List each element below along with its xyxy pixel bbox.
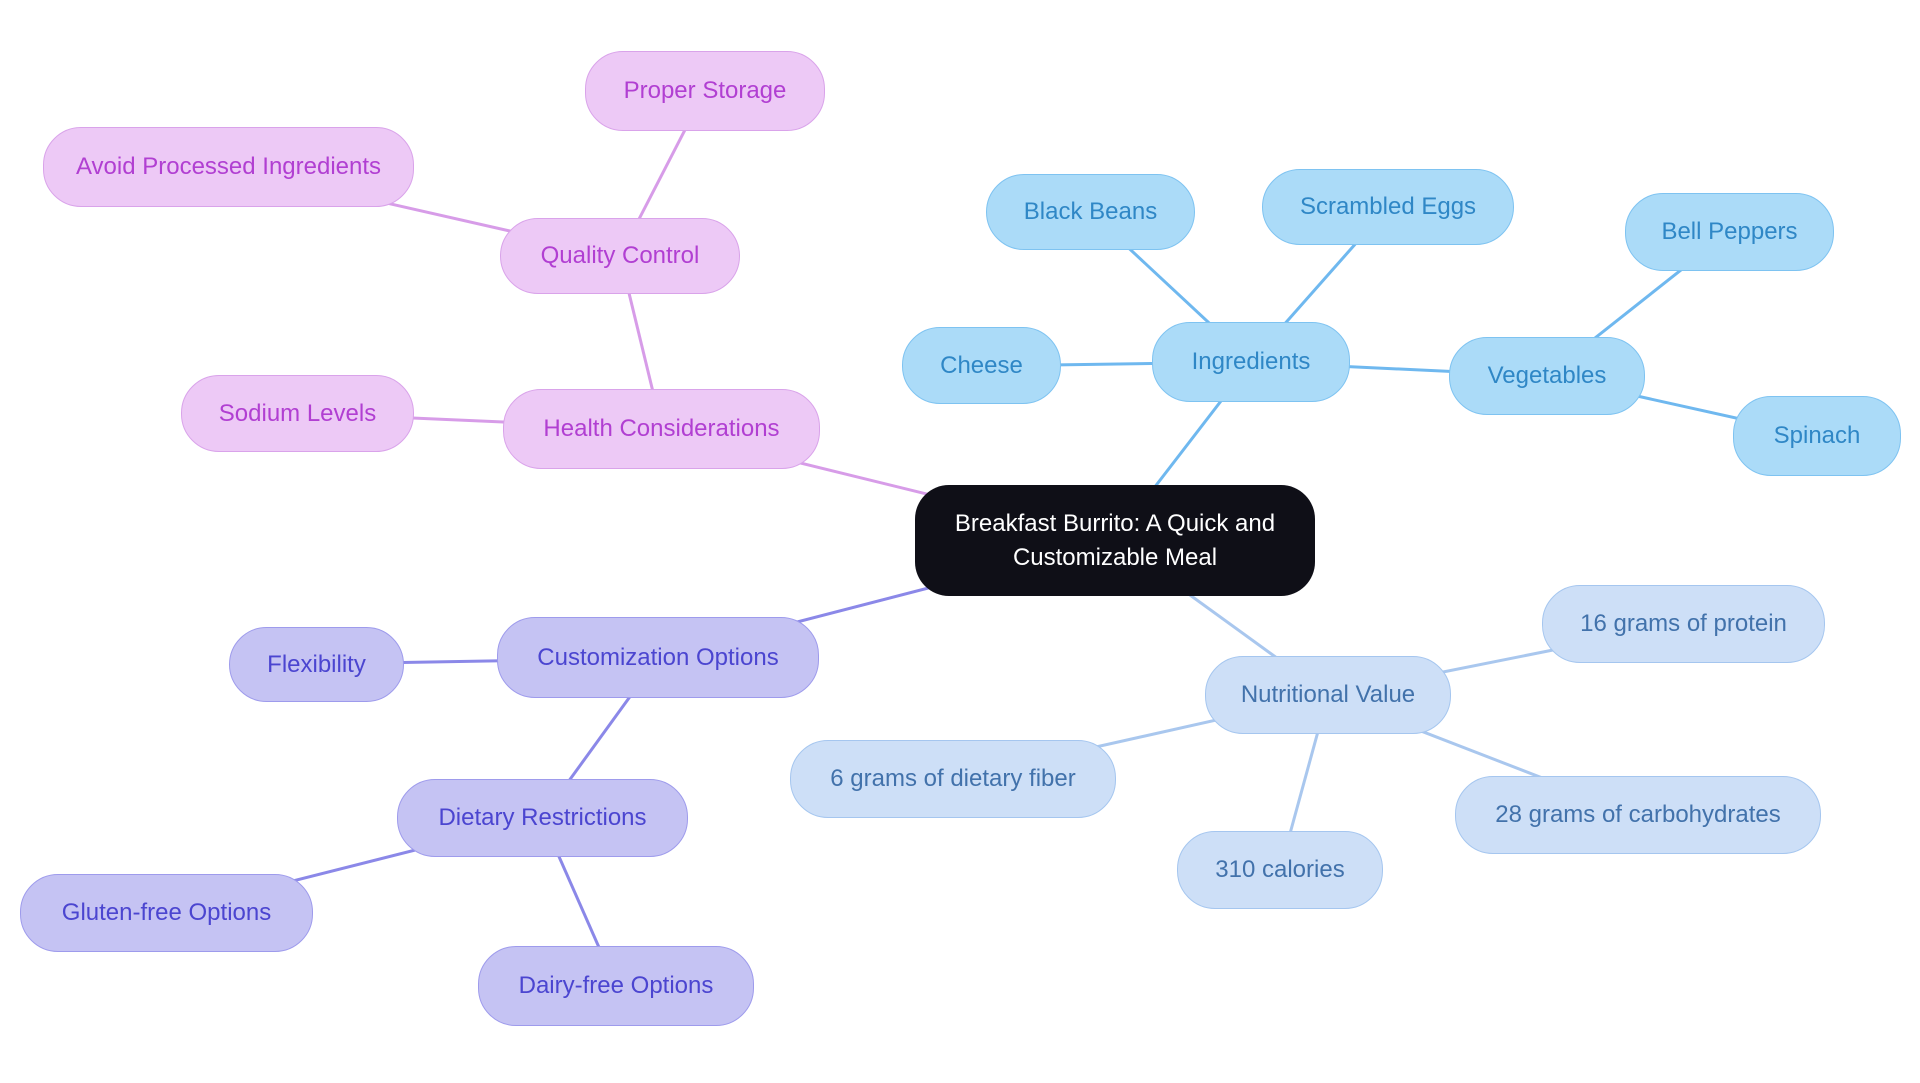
node-carbohydrates: 28 grams of carbohydrates <box>1455 776 1821 854</box>
node-gluten-free-options: Gluten-free Options <box>20 874 313 952</box>
node-sodium-levels: Sodium Levels <box>181 375 414 452</box>
node-proper-storage: Proper Storage <box>585 51 825 131</box>
node-health-considerations: Health Considerations <box>503 389 820 469</box>
node-quality-control: Quality Control <box>500 218 740 294</box>
node-central-breakfast-burrito: Breakfast Burrito: A Quick and Customiza… <box>915 485 1315 596</box>
node-black-beans: Black Beans <box>986 174 1195 250</box>
node-scrambled-eggs: Scrambled Eggs <box>1262 169 1514 245</box>
node-dietary-restrictions: Dietary Restrictions <box>397 779 688 857</box>
node-dairy-free-options: Dairy-free Options <box>478 946 754 1026</box>
node-spinach: Spinach <box>1733 396 1901 476</box>
node-cheese: Cheese <box>902 327 1061 404</box>
node-ingredients: Ingredients <box>1152 322 1350 402</box>
node-customization-options: Customization Options <box>497 617 819 698</box>
node-avoid-processed-ingredients: Avoid Processed Ingredients <box>43 127 414 207</box>
node-nutritional-value: Nutritional Value <box>1205 656 1451 734</box>
node-dietary-fiber: 6 grams of dietary fiber <box>790 740 1116 818</box>
node-protein: 16 grams of protein <box>1542 585 1825 663</box>
node-calories: 310 calories <box>1177 831 1383 909</box>
node-flexibility: Flexibility <box>229 627 404 702</box>
node-vegetables: Vegetables <box>1449 337 1645 415</box>
node-bell-peppers: Bell Peppers <box>1625 193 1834 271</box>
